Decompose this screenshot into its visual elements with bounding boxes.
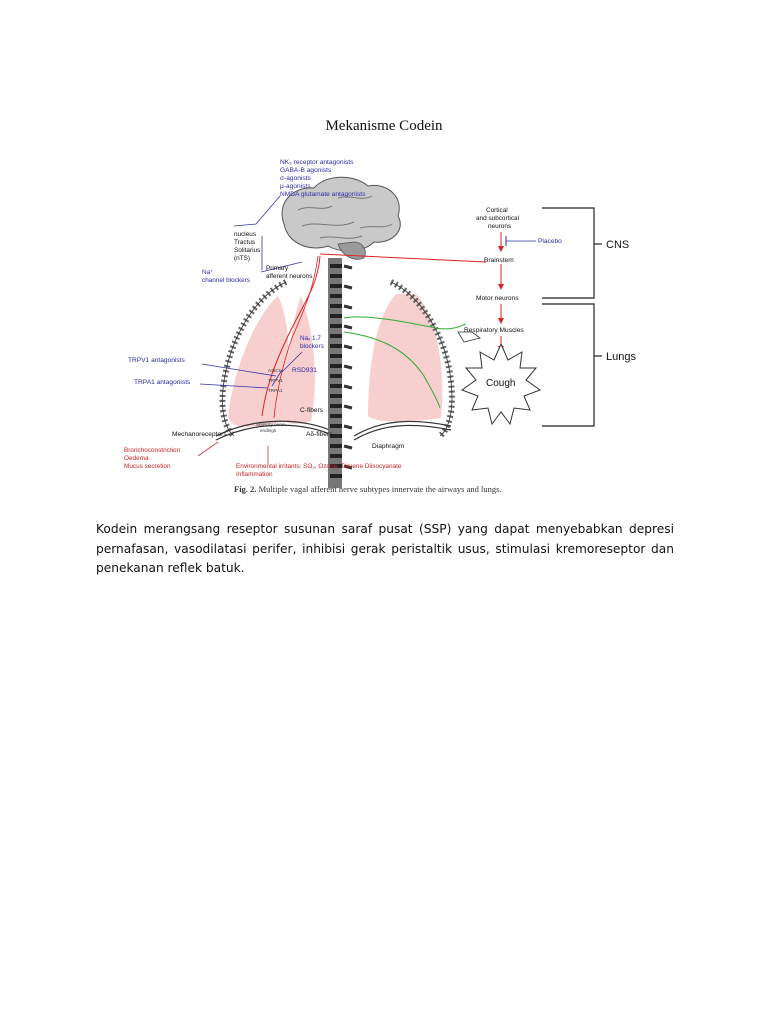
trpv1-label: TRPV1 antagonists: [128, 357, 186, 364]
effect-3: Mucus secretion: [124, 463, 171, 470]
trpa1-pointer: [199, 383, 269, 389]
lungs-bracket: [542, 303, 595, 427]
cfibers-label: C-fibers: [300, 407, 324, 414]
nts-line-3: Solitarius: [234, 247, 260, 254]
irritants-1: Environmental irritants: SO₂, Ozone, Tol…: [236, 463, 402, 470]
cough-burst: [460, 342, 542, 426]
na-blockers-2: channel blockers: [202, 277, 250, 284]
diaphragm-left: [215, 420, 335, 437]
cns-label: CNS: [606, 239, 629, 251]
muscle-connector: [457, 331, 481, 343]
right-lung: [368, 294, 443, 422]
drug-list-3: σ-agonists: [280, 175, 312, 182]
nav-label-1: Naᵥ 1.7: [300, 335, 321, 342]
caption-prefix: Fig. 2.: [234, 484, 257, 494]
asic-label: ASICs: [268, 368, 282, 373]
resp-muscles-label: Respiratory Muscles: [464, 327, 524, 334]
cough-label: Cough: [486, 378, 515, 389]
figure-caption: Fig. 2. Multiple vagal afferent nerve su…: [234, 484, 674, 494]
nts-line-1: nucleus: [234, 231, 256, 238]
spinal-column: [328, 258, 342, 488]
primary-afferent-1: Primary: [266, 265, 289, 272]
mechano-label: Mechanoreceptors: [172, 431, 227, 438]
sensory-nerve-2: endings: [260, 428, 277, 433]
motor-label: Motor neurons: [476, 295, 519, 302]
diaphragm-left-2: [215, 424, 335, 441]
trpa1-label: TRPA1 antagonists: [134, 379, 191, 386]
diaphragm-right-2: [353, 424, 452, 441]
arrow-head-1: [498, 246, 504, 252]
cortical-3: neurons: [488, 223, 511, 230]
brain: [281, 176, 401, 252]
na-blockers-1: Na⁺: [202, 269, 214, 276]
effect-1: Bronchoconstriction: [124, 447, 181, 454]
right-ribs-line: [390, 281, 453, 437]
lungs-label: Lungs: [606, 351, 636, 363]
figure-canvas: NK₃ receptor antagonists GABA-B agonists…: [124, 159, 636, 488]
drug-list-4: μ-agonists: [280, 183, 311, 190]
afferent-nerve: [261, 255, 321, 417]
page-title: Mekanisme Codein: [325, 118, 443, 134]
drug-pointer: [233, 195, 281, 227]
drug-list-5: NMDA glutamate antagonists: [280, 191, 366, 198]
brainstem-link: [319, 253, 487, 263]
diaphragm-right: [353, 420, 452, 437]
efferent-nerve-2: [343, 331, 441, 409]
rsd-pointer: [271, 369, 283, 387]
arrow-head-3: [498, 318, 504, 324]
drug-list-1: NK₃ receptor antagonists: [280, 159, 354, 166]
nts-line-2: Tractus: [234, 239, 255, 246]
effect-2: Oedema: [124, 455, 149, 462]
nts-line-4: (nTS): [234, 255, 250, 262]
sensory-nerve-1: Sensory nerve: [256, 422, 286, 427]
left-ribs-line: [222, 281, 287, 437]
irritants-2: Inflammation: [236, 471, 273, 478]
left-lung-inner: [282, 296, 315, 424]
cortical-2: and subcortical: [476, 215, 519, 222]
vertebrae: [330, 264, 342, 478]
primary-afferent-2: afferent neurons: [266, 273, 312, 280]
cerebellum: [337, 241, 366, 260]
effects-pointer: [197, 441, 219, 457]
rsd-label: RSD931: [292, 367, 317, 374]
caption-text: Multiple vagal afferent nerve subtypes i…: [258, 484, 502, 494]
left-lung: [228, 296, 289, 427]
arrow-head-2: [498, 284, 504, 290]
trpv1-pointer: [201, 363, 277, 377]
drug-list-2: GABA-B agonists: [280, 167, 332, 174]
brainstem-label: Brainstem: [484, 257, 514, 264]
vertebrae-processes: [343, 264, 353, 470]
nav-label-2: blockers: [300, 343, 324, 350]
adelta-label: Aδ-fibers: [306, 431, 333, 438]
na-pointer: [260, 261, 303, 273]
placebo-label: Placebo: [538, 238, 562, 245]
trpv1-small: TRPV1: [268, 378, 283, 383]
cough-reflex-figure: NK₃ receptor antagonists GABA-B agonists…: [106, 146, 676, 500]
diaphragm-label: Diaphragm: [372, 443, 405, 450]
afferent-nerve-2: [273, 255, 319, 419]
cns-bracket: [542, 207, 595, 299]
cortical-1: Cortical: [486, 207, 508, 214]
efferent-nerve-1: [343, 316, 467, 330]
nav-pointer: [281, 351, 303, 373]
brain-folds: [297, 195, 393, 239]
body-paragraph: Kodein merangsang reseptor susunan saraf…: [96, 522, 674, 575]
trpa1-small: TRPA1: [268, 388, 283, 393]
